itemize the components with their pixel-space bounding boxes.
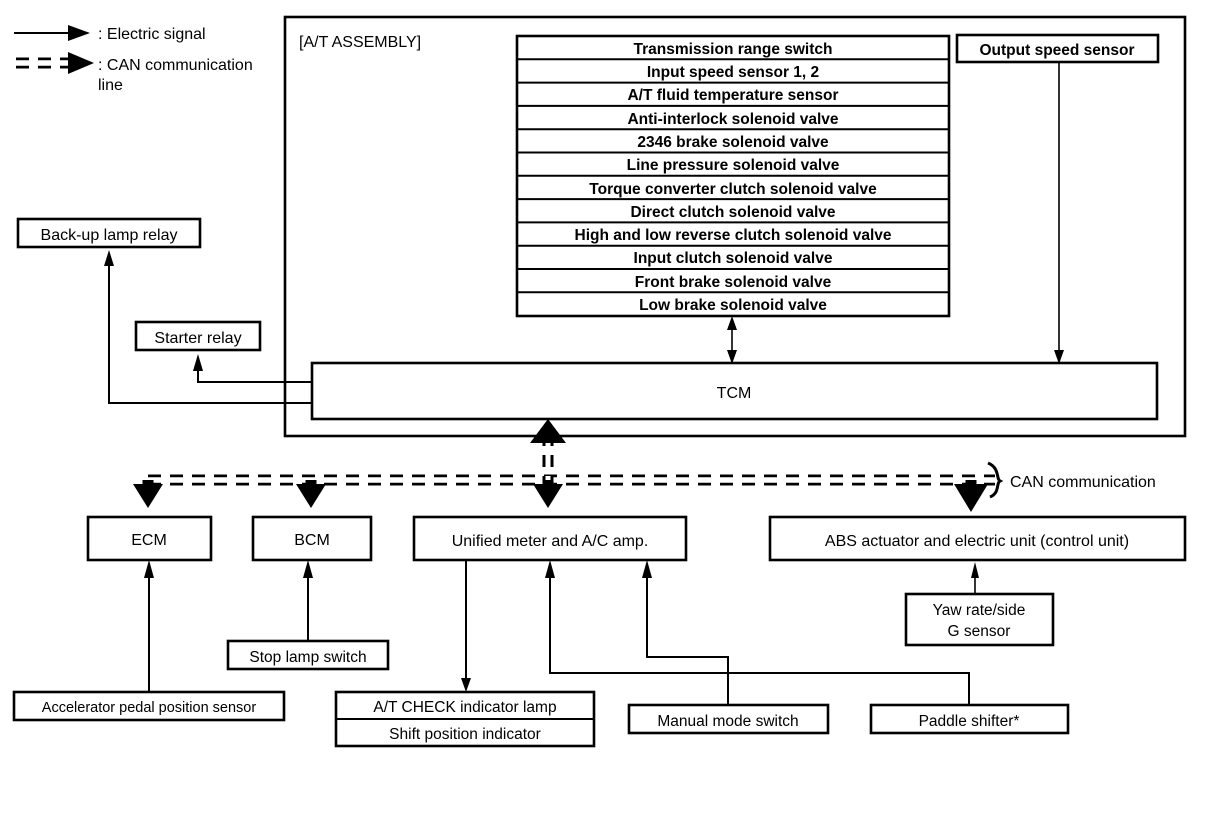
can-legend-arrow-head bbox=[68, 52, 94, 74]
table-tcm-link bbox=[727, 316, 737, 364]
abs-unit-box bbox=[768, 515, 1187, 562]
yaw-rate-sensor-node: Yaw rate/side G sensor bbox=[904, 562, 1055, 647]
paddle-shifter-arrow-head bbox=[545, 560, 555, 578]
paddle-shifter-node: Paddle shifter* bbox=[545, 560, 1070, 735]
component-row-11: Low brake solenoid valve bbox=[639, 297, 827, 314]
component-row-3: Anti-interlock solenoid valve bbox=[627, 111, 838, 128]
component-row-8: High and low reverse clutch solenoid val… bbox=[575, 227, 892, 244]
backup-lamp-relay-to-tcm-line bbox=[108, 262, 312, 404]
component-row-7: Direct clutch solenoid valve bbox=[630, 204, 835, 221]
manual-mode-switch-arrow-head bbox=[642, 560, 652, 578]
stop-lamp-switch-node: Stop lamp switch bbox=[226, 560, 390, 671]
at-check-lamp-label: A/T CHECK indicator lamp bbox=[373, 699, 556, 716]
unified-meter-box bbox=[412, 515, 688, 562]
can-drop-unified-meter bbox=[533, 480, 563, 508]
ecm-node: ECM bbox=[86, 515, 213, 562]
can-bus-squiggle-end bbox=[987, 461, 1004, 499]
legend-can-label-line1: : CAN communication bbox=[98, 57, 253, 74]
meter-to-at-check-arrow bbox=[461, 678, 471, 692]
starter-relay-arrow-head bbox=[193, 354, 203, 371]
component-row-1: Input speed sensor 1, 2 bbox=[647, 64, 819, 81]
output-speed-sensor-box bbox=[955, 33, 1160, 64]
can-drop-ecm bbox=[133, 480, 163, 508]
backup-lamp-relay-node: Back-up lamp relay bbox=[16, 217, 312, 404]
electric-signal-arrow-head bbox=[68, 25, 90, 41]
manual-mode-switch-box bbox=[627, 703, 830, 735]
component-row-0: Transmission range switch bbox=[634, 41, 833, 58]
yaw-rate-sensor-arrow-head bbox=[971, 562, 979, 578]
yaw-rate-sensor-label-line2: G sensor bbox=[948, 623, 1011, 640]
stop-lamp-switch-box bbox=[226, 639, 390, 671]
stop-lamp-switch-arrow-head bbox=[303, 560, 313, 578]
component-row-6: Torque converter clutch solenoid valve bbox=[589, 181, 877, 198]
can-drop-abs-arrow bbox=[954, 484, 988, 512]
component-row-5: Line pressure solenoid valve bbox=[627, 157, 840, 174]
shift-position-indicator-label: Shift position indicator bbox=[389, 726, 541, 743]
yaw-rate-sensor-box bbox=[904, 592, 1055, 647]
at-assembly-outer-box bbox=[283, 15, 1187, 438]
tcm-can-arrow-up bbox=[530, 419, 566, 443]
accelerator-pedal-node: Accelerator pedal position sensor bbox=[12, 560, 286, 722]
can-drop-bcm bbox=[296, 480, 326, 508]
at-assembly-title: [A/T ASSEMBLY] bbox=[299, 34, 421, 51]
yaw-rate-sensor-label-line1: Yaw rate/side bbox=[933, 602, 1026, 619]
paddle-shifter-box bbox=[869, 703, 1070, 735]
abs-unit-label: ABS actuator and electric unit (control … bbox=[825, 533, 1129, 550]
paddle-shifter-label: Paddle shifter* bbox=[919, 713, 1020, 730]
component-row-4: 2346 brake solenoid valve bbox=[637, 134, 829, 151]
bcm-node: BCM bbox=[251, 515, 373, 562]
backup-lamp-relay-label: Back-up lamp relay bbox=[41, 227, 178, 244]
unified-meter-label: Unified meter and A/C amp. bbox=[452, 533, 649, 550]
legend-electric-signal-label: : Electric signal bbox=[98, 26, 206, 43]
manual-mode-switch-label: Manual mode switch bbox=[657, 713, 798, 730]
can-bus: CAN communication bbox=[148, 461, 1156, 499]
output-speed-sensor-arrow-head bbox=[1054, 350, 1064, 364]
manual-mode-switch-node: Manual mode switch bbox=[627, 560, 830, 735]
output-speed-sensor-node: Output speed sensor bbox=[955, 33, 1160, 364]
at-component-table: Transmission range switch Input speed se… bbox=[515, 34, 951, 318]
stop-lamp-switch-label: Stop lamp switch bbox=[249, 649, 366, 666]
accelerator-pedal-arrow-head bbox=[144, 560, 154, 578]
can-drop-abs bbox=[954, 480, 988, 512]
can-drop-meter-arrow bbox=[533, 484, 563, 508]
table-tcm-arrow-down bbox=[727, 350, 737, 364]
bcm-label: BCM bbox=[294, 532, 330, 549]
backup-lamp-relay-box bbox=[16, 217, 202, 249]
legend-can-label-line2: line bbox=[98, 77, 123, 94]
component-row-2: A/T fluid temperature sensor bbox=[627, 87, 838, 104]
can-drop-ecm-arrow bbox=[133, 484, 163, 508]
starter-relay-to-tcm-line bbox=[197, 367, 312, 383]
tcm-label: TCM bbox=[717, 385, 752, 402]
can-communication-label: CAN communication bbox=[1010, 474, 1156, 491]
starter-relay-box bbox=[134, 320, 262, 352]
tcm-box bbox=[310, 361, 1159, 421]
bcm-box bbox=[251, 515, 373, 562]
backup-lamp-relay-arrow-head bbox=[104, 250, 114, 266]
ecm-label: ECM bbox=[131, 532, 167, 549]
abs-unit-node: ABS actuator and electric unit (control … bbox=[768, 515, 1187, 562]
component-row-10: Front brake solenoid valve bbox=[635, 274, 832, 291]
at-check-indicator-node: A/T CHECK indicator lamp Shift position … bbox=[334, 560, 596, 748]
unified-meter-node: Unified meter and A/C amp. bbox=[412, 515, 688, 562]
legend: : Electric signal : CAN communication li… bbox=[14, 25, 253, 94]
starter-relay-node: Starter relay bbox=[134, 320, 312, 383]
can-drop-bcm-arrow bbox=[296, 484, 326, 508]
accelerator-pedal-label: Accelerator pedal position sensor bbox=[42, 700, 257, 716]
component-row-9: Input clutch solenoid valve bbox=[634, 250, 833, 267]
paddle-shifter-to-meter-line bbox=[549, 573, 970, 705]
table-tcm-arrow-up bbox=[727, 316, 737, 330]
starter-relay-label: Starter relay bbox=[154, 330, 241, 347]
ecm-box bbox=[86, 515, 213, 562]
manual-mode-switch-to-meter-line bbox=[646, 573, 729, 705]
output-speed-sensor-label: Output speed sensor bbox=[979, 42, 1134, 59]
